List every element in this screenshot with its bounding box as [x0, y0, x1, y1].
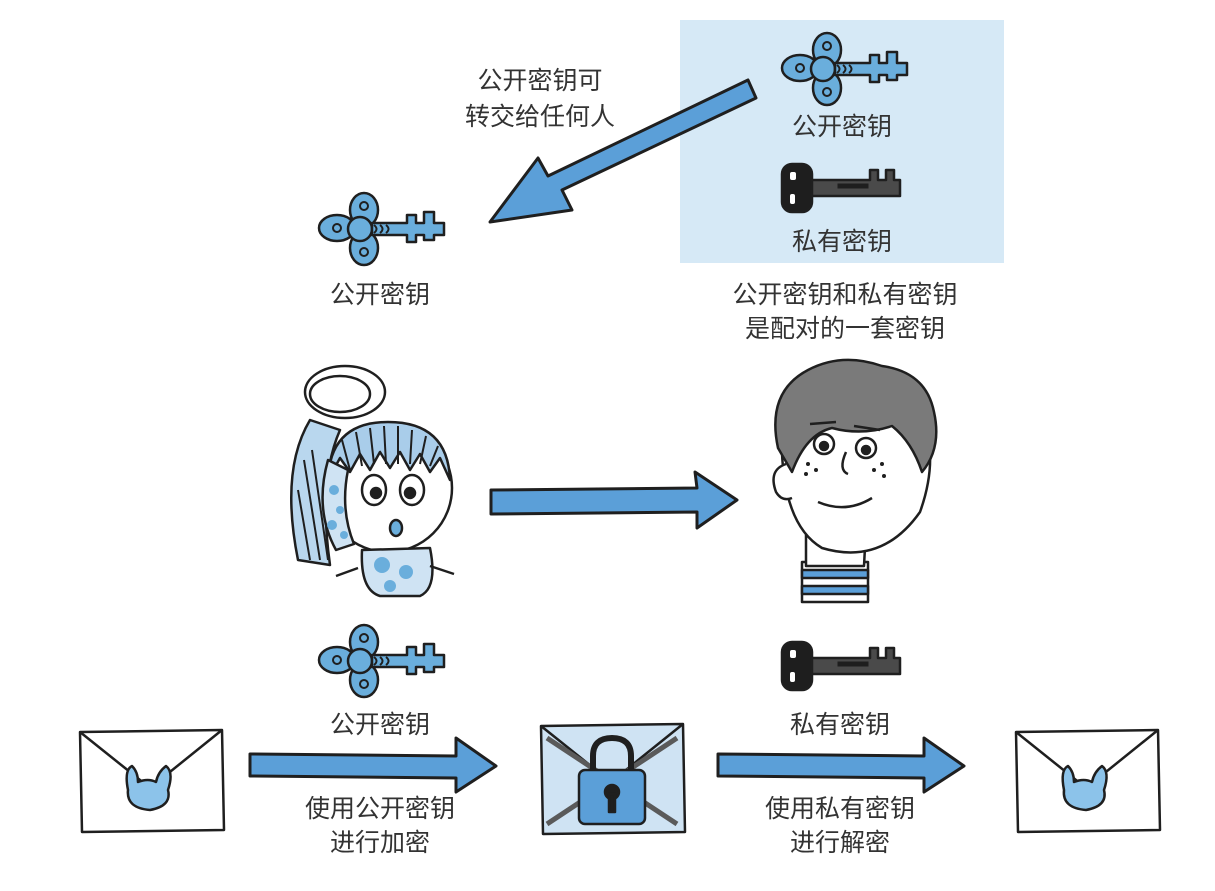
receiver-private-key-label: 私有密钥: [789, 710, 890, 739]
key-pair-panel: [680, 20, 1004, 263]
pair-note-line2: 是配对的一套密钥: [744, 314, 945, 343]
girl-character: [290, 364, 455, 598]
panel-public-key-label: 公开密钥: [791, 112, 892, 141]
private-key-icon: [780, 640, 902, 692]
arrow-icon: [248, 736, 498, 794]
private-key-icon: [780, 162, 902, 214]
locked-envelope-icon: [539, 722, 687, 836]
public-key-icon: [317, 191, 446, 267]
share-note-line2: 转交给任何人: [464, 102, 615, 131]
encrypt-line2: 进行加密: [329, 828, 430, 857]
arrow-icon: [488, 78, 758, 224]
panel-private-key-label: 私有密钥: [791, 227, 892, 256]
decrypt-line1: 使用私有密钥: [764, 794, 915, 823]
pair-note-line1: 公开密钥和私有密钥: [732, 280, 958, 309]
encrypt-line1: 使用公开密钥: [304, 794, 455, 823]
public-key-icon: [780, 31, 909, 107]
public-key-icon: [317, 623, 446, 699]
envelope-icon: [78, 728, 226, 834]
arrow-icon: [716, 736, 966, 794]
boy-character: [772, 358, 938, 604]
arrow-icon: [489, 470, 739, 530]
sender-public-key-label: 公开密钥: [329, 710, 430, 739]
received-public-key-label: 公开密钥: [329, 280, 430, 309]
share-note-line1: 公开密钥可: [477, 66, 603, 95]
envelope-icon: [1014, 728, 1162, 834]
decrypt-line2: 进行解密: [789, 828, 890, 857]
